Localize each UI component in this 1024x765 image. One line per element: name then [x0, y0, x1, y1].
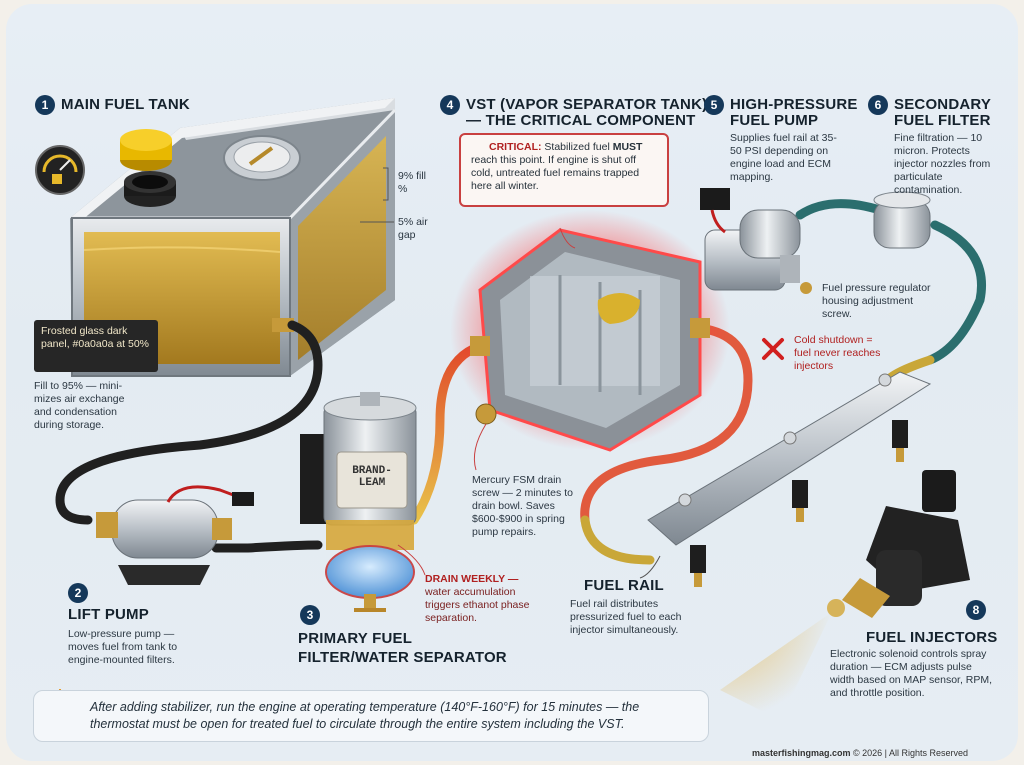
secondary-fuel-filter: [873, 191, 931, 249]
air-gap-note: 5% air gap: [398, 216, 428, 241]
vst-return-hose: [580, 323, 753, 525]
fuel-rail: [647, 371, 932, 587]
step-6-badge: 6: [868, 95, 888, 115]
secondary-filter-title-2: FUEL FILTER: [894, 112, 991, 129]
primary-filter-title-2: FILTER/WATER SEPARATOR: [298, 649, 507, 666]
step-5-badge: 5: [704, 95, 724, 115]
red-x-icon: [762, 338, 784, 360]
step-4-badge: 4: [440, 95, 460, 115]
lift-pump-desc: Low-pressure pump — moves fuel from tank…: [68, 628, 178, 666]
hp-pump-title-1-text: HIGH-PRESSURE: [730, 95, 858, 113]
pump-to-secondary-filter-hose: [795, 199, 885, 220]
fuel-rail-leader: [639, 555, 661, 579]
secondary-filter-to-rail-hose: [925, 220, 986, 365]
drain-weekly-label: DRAIN WEEKLY —: [425, 573, 519, 585]
critical-leader: [559, 227, 576, 249]
critical-text-2: reach this point. If engine is shut off …: [471, 154, 640, 192]
main-fuel-tank-title-text: MAIN FUEL TANK: [61, 95, 190, 113]
footer-rights: © 2026 | All Rights Reserved: [850, 748, 969, 758]
frosted-glass-panel: Frosted glass dark panel, #0a0a0a at 50%: [34, 320, 158, 372]
critical-label: CRITICAL:: [471, 141, 542, 153]
cold-shutdown-note: Cold shutdown = fuel never reaches injec…: [794, 334, 881, 372]
tank-to-lift-pump-hose: [55, 320, 323, 525]
footer-site: masterfishingmag.com: [752, 748, 851, 758]
secondary-filter-desc: Fine filtration — 10 micron. Protects in…: [894, 132, 991, 196]
fill-level-bracket: [383, 167, 389, 201]
vst-title-1-text: VST (VAPOR SEPARATOR TANK): [466, 95, 708, 113]
drain-screw-leader: [473, 423, 487, 471]
main-fuel-tank-title: 1 MAIN FUEL TANK: [35, 95, 190, 115]
vst-title-2: — THE CRITICAL COMPONENT: [466, 112, 696, 129]
main-fuel-tank: [70, 98, 397, 377]
footer-credit: masterfishingmag.com © 2026 | All Rights…: [752, 748, 968, 758]
critical-callout: CRITICAL: Stabilized fuel MUST reach thi…: [459, 133, 669, 207]
lift-pump-badge-wrap: 2: [68, 583, 94, 603]
main-fuel-tank-desc: Fill to 95% — mini-mizes air exchange an…: [34, 380, 125, 431]
tip-box: After adding stabilizer, run the engine …: [33, 690, 709, 742]
return-to-rail-hose: [580, 515, 655, 565]
fuel-injector-closeup: [720, 470, 970, 720]
primary-fuel-filter: [300, 392, 417, 612]
vst-drain-screw-desc: Mercury FSM drain screw — 2 minutes to d…: [472, 474, 573, 538]
step-1-badge: 1: [35, 95, 55, 115]
secondary-filter-title-1-text: SECONDARY: [894, 95, 992, 113]
fuel-gauge-icon: [35, 145, 85, 195]
lift-pump-title: LIFT PUMP: [68, 606, 149, 623]
tip-text: After adding stabilizer, run the engine …: [90, 700, 640, 731]
primary-filter-title-1: PRIMARY FUEL: [298, 630, 413, 647]
hp-pump-title-2: FUEL PUMP: [730, 112, 819, 129]
primary-filter-badge-wrap: 3: [300, 605, 326, 625]
vst-title-1: 4 VST (VAPOR SEPARATOR TANK): [440, 95, 707, 115]
regulator-note: Fuel pressure regulator housing adjustme…: [822, 282, 931, 320]
critical-must: MUST: [612, 141, 643, 153]
fuel-rail-title: FUEL RAIL: [584, 577, 664, 594]
fuel-injectors-title: FUEL INJECTORS: [866, 629, 998, 646]
vapor-separator-tank: [450, 210, 730, 452]
high-pressure-fuel-pump: [700, 188, 812, 294]
fill-note: 9% fill %: [398, 170, 427, 195]
drain-weekly-desc: water accumulation triggers ethanot phas…: [425, 586, 530, 624]
step-3-badge: 3: [300, 605, 320, 625]
hp-pump-desc: Supplies fuel rail at 35-50 PSI dependin…: [730, 132, 837, 183]
hp-pump-title-1: 5 HIGH-PRESSURE: [704, 95, 858, 115]
lift-pump: [96, 485, 254, 585]
injector-badge-wrap: 8: [966, 600, 992, 620]
step-2-badge: 2: [68, 583, 88, 603]
drain-weekly-leader: [397, 544, 426, 576]
critical-text-1: Stabilized fuel: [541, 141, 613, 153]
lift-pump-to-filter-hose: [211, 540, 323, 553]
critical-label-text: CRITICAL:: [489, 141, 542, 153]
fuel-injectors-desc: Electronic solenoid controls spray durat…: [830, 648, 993, 699]
filter-brand-label: BRAND-LEAM: [352, 465, 392, 489]
secondary-filter-title-1: 6 SECONDARY: [868, 95, 991, 115]
fuel-rail-desc: Fuel rail distributes pressurized fuel t…: [570, 598, 682, 636]
step-8-badge: 8: [966, 600, 986, 620]
